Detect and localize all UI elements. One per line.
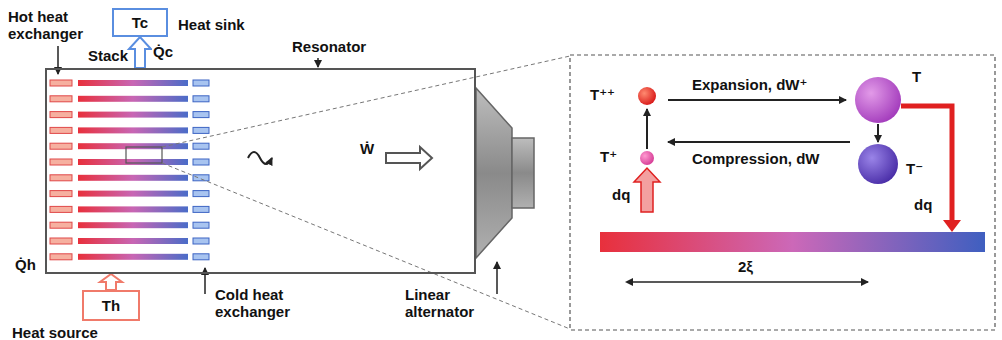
plate [78, 112, 188, 118]
leader-arrow [204, 268, 206, 294]
plate [78, 127, 188, 133]
heat-out-arrow [901, 106, 952, 222]
plate [78, 254, 188, 260]
heat-flow-label: Q̇h [14, 256, 37, 273]
heat-in-arrow [634, 168, 660, 212]
plate [50, 222, 72, 228]
part-label: Resonator [292, 38, 366, 55]
annotation-label: Compression, dW [692, 150, 820, 167]
plate [50, 96, 72, 102]
annotation-label: Stack [88, 47, 128, 64]
plate [78, 96, 188, 102]
displacement-arrow [632, 281, 868, 283]
annotation-label: Linear alternator [405, 286, 493, 320]
reservoir-box: TcHeat sink [112, 8, 168, 37]
plate [78, 159, 188, 165]
plate [50, 159, 72, 165]
expansion-arrow [668, 99, 846, 101]
zoom-region [126, 147, 162, 163]
plate [50, 143, 72, 149]
alternator-diaphragm [476, 88, 512, 258]
annotation-label: Cold heat exchanger [215, 286, 307, 320]
heating-arrow [646, 109, 648, 149]
parcel-compressed [640, 151, 654, 165]
plate [193, 175, 209, 181]
temperature-label: Tc [132, 14, 148, 31]
parcel-cold [858, 144, 898, 184]
alternator-body [512, 138, 534, 208]
cooling-arrow [877, 124, 879, 142]
plate [50, 206, 72, 212]
plate [193, 127, 209, 133]
plate [78, 175, 188, 181]
leader-arrow [317, 58, 319, 67]
plate [78, 206, 188, 212]
annotation-label: T⁻ [906, 160, 923, 177]
work-arrow [386, 147, 432, 169]
plate [193, 191, 209, 197]
heat-flow-label: Q̇c [152, 43, 174, 60]
plate [193, 96, 209, 102]
plate [193, 159, 209, 165]
parcel-expanded [855, 77, 901, 123]
annotation-label: T⁺ [600, 148, 617, 165]
plate [78, 80, 188, 86]
part-label: Heat source [12, 324, 98, 340]
stack-plate [600, 232, 985, 252]
annotation-label: Hot heat exchanger [8, 8, 90, 42]
heat-out-head [943, 220, 961, 232]
plate [78, 143, 188, 149]
plate [193, 112, 209, 118]
plate [50, 127, 72, 133]
reservoir-box: ThHeat source [82, 290, 140, 321]
annotation-label: Expansion, dW⁺ [692, 76, 807, 93]
plate [78, 238, 188, 244]
acoustic-wave [248, 152, 272, 164]
plate [193, 143, 209, 149]
annotation-label: Ẇ [360, 140, 374, 157]
temperature-label: Th [102, 297, 120, 314]
plate [193, 222, 209, 228]
plate [193, 80, 209, 86]
plate [193, 238, 209, 244]
annotation-label: dq [612, 186, 630, 203]
plate [78, 222, 188, 228]
plate [50, 80, 72, 86]
stack-plates [50, 80, 209, 260]
inset-frame [570, 55, 995, 330]
compression-arrow [668, 141, 850, 143]
plate [78, 191, 188, 197]
plate [193, 206, 209, 212]
plate [50, 191, 72, 197]
parcel-hot [638, 87, 656, 105]
annotation-label: 2ξ [738, 258, 753, 275]
plate [193, 254, 209, 260]
resonator-tube: Resonator [45, 68, 476, 274]
annotation-label: T [912, 68, 921, 85]
plate [50, 175, 72, 181]
part-label: Heat sink [178, 16, 245, 33]
heat-flow-arrow [129, 37, 151, 68]
plate [50, 254, 72, 260]
heat-flow-arrow [100, 274, 122, 290]
annotation-label: dq [914, 196, 932, 213]
annotation-label: T⁺⁺ [590, 86, 615, 103]
leader-arrow [496, 262, 498, 294]
plate [50, 238, 72, 244]
plate [50, 112, 72, 118]
